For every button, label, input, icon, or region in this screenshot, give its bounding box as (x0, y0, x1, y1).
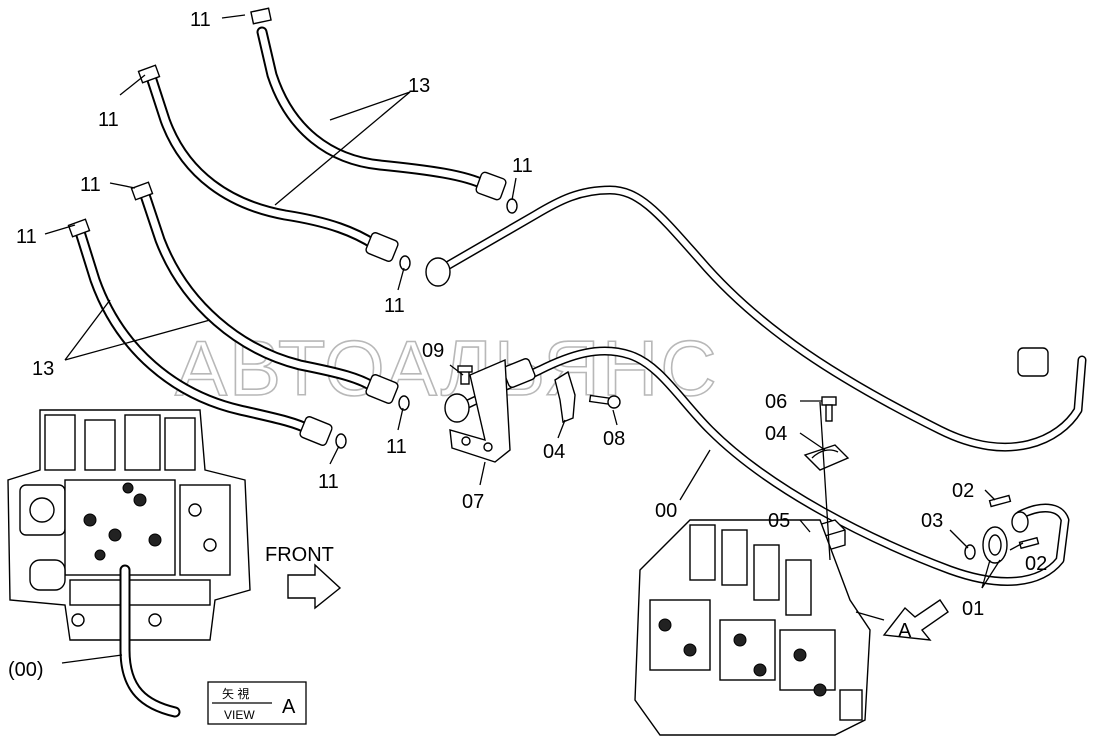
callout-05: 05 (768, 510, 790, 532)
hose-4 (67, 218, 347, 449)
view-a-box: 矢 視 VIEW A (207, 681, 307, 725)
bolt-06 (821, 396, 837, 422)
tube-00 (444, 346, 1070, 586)
callout-11-h: 11 (318, 471, 339, 493)
valve-view-a (7, 409, 251, 718)
callout-13-bottom: 13 (32, 358, 54, 380)
view-letter: A (282, 696, 296, 718)
callout-11-f: 11 (384, 295, 405, 317)
bracket-07 (449, 358, 511, 463)
valve-block (634, 519, 871, 736)
callout-13-top: 13 (408, 75, 430, 97)
hose-3 (130, 181, 410, 411)
hose-1 (250, 7, 518, 214)
view-text: VIEW (224, 708, 255, 722)
callout-11-g: 11 (386, 436, 407, 458)
callout-11-a: 11 (190, 9, 211, 31)
view-kanji: 矢 視 (222, 686, 249, 701)
bolt-08 (588, 394, 621, 409)
callout-06: 06 (765, 391, 787, 413)
front-arrow: FRONT (265, 544, 342, 610)
callout-09: 09 (422, 340, 444, 362)
callout-04-clamp: 04 (765, 423, 787, 445)
callout-07: 07 (462, 491, 484, 513)
callout-04-bracket: 04 (543, 441, 565, 463)
hose-2 (137, 64, 411, 271)
view-a-arrow: A (882, 599, 949, 642)
callout-11-b: 11 (98, 109, 119, 131)
bracket-04 (554, 370, 576, 423)
callout-08: 08 (603, 428, 625, 450)
callout-03: 03 (921, 510, 943, 532)
callout-01: 01 (962, 598, 984, 620)
front-label: FRONT (265, 544, 334, 566)
callout-11-c: 11 (80, 174, 101, 196)
callout-11-e: 11 (512, 155, 533, 177)
callout-02-top: 02 (952, 480, 974, 502)
callout-02-bottom: 02 (1025, 553, 1047, 575)
watermark: АВТОАЛЬЯНС (175, 324, 719, 412)
tube-upper (425, 185, 1087, 452)
flange-01 (964, 494, 1040, 564)
clamp-04 (803, 444, 850, 471)
leader-lines (44, 14, 1024, 664)
callout-00: 00 (655, 500, 677, 522)
bolt-09 (457, 365, 473, 385)
callout-00-paren: (00) (8, 659, 44, 681)
arrow-a-label: A (898, 620, 912, 642)
callout-11-d: 11 (16, 226, 37, 248)
